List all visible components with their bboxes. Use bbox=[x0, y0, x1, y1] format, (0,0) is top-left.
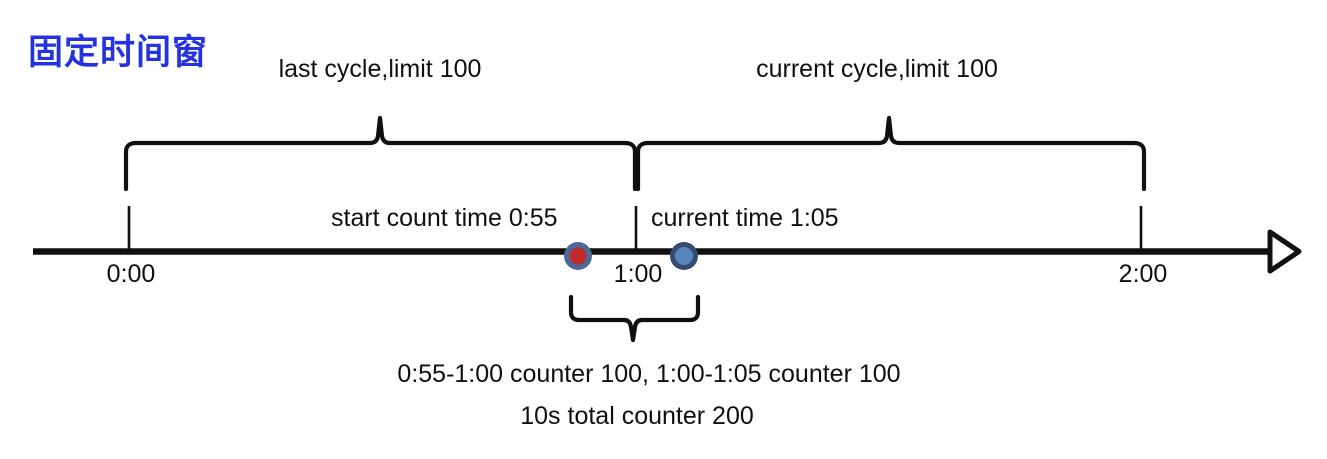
brace-counting-window bbox=[568, 294, 701, 343]
start-count-marker[interactable] bbox=[564, 242, 592, 270]
brace-last-cycle bbox=[123, 115, 638, 192]
page-title: 固定时间窗 bbox=[28, 33, 209, 72]
annotation-line-2: 10s total counter 200 bbox=[520, 402, 754, 430]
start-count-time-label: start count time 0:55 bbox=[331, 204, 558, 232]
current-time-marker[interactable] bbox=[670, 242, 698, 270]
arrow-right-icon bbox=[1267, 229, 1302, 274]
brace-current-cycle bbox=[635, 115, 1147, 192]
tick-label-0: 0:00 bbox=[106, 260, 156, 288]
current-cycle-label: current cycle,limit 100 bbox=[756, 55, 998, 83]
tick-label-1: 1:00 bbox=[613, 260, 663, 288]
current-time-label: current time 1:05 bbox=[651, 204, 839, 232]
annotation-line-1: 0:55-1:00 counter 100, 1:00-1:05 counter… bbox=[397, 360, 901, 388]
tick-label-2: 2:00 bbox=[1118, 260, 1168, 288]
last-cycle-label: last cycle,limit 100 bbox=[278, 55, 482, 83]
